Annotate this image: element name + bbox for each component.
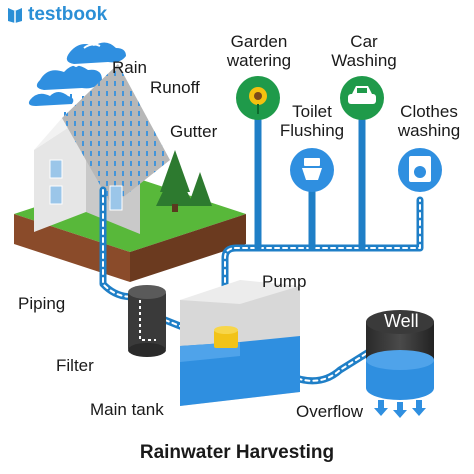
label-piping: Piping xyxy=(18,294,66,313)
toilet-flushing-icon xyxy=(290,148,334,192)
pump xyxy=(214,326,238,348)
use-garden-line2: watering xyxy=(226,51,292,70)
brand-name: testbook xyxy=(28,4,108,25)
rain-clouds xyxy=(28,42,126,106)
use-car-washing: Car Washing xyxy=(326,32,402,70)
filter-unit xyxy=(128,285,166,357)
label-pump: Pump xyxy=(262,272,307,291)
use-toilet-line2: Flushing xyxy=(279,121,345,140)
diagram-caption: Rainwater Harvesting xyxy=(139,442,335,463)
label-runoff: Runoff xyxy=(150,78,200,97)
book-logo-icon xyxy=(8,8,22,23)
use-toilet-line1: Toilet xyxy=(292,102,332,121)
well xyxy=(366,310,434,400)
use-car-line2: Washing xyxy=(331,51,397,70)
house xyxy=(34,64,170,234)
use-car-line1: Car xyxy=(350,32,378,51)
clothes-washing-icon xyxy=(398,148,442,192)
main-tank xyxy=(180,280,300,406)
use-garden-line1: Garden xyxy=(230,32,288,51)
car-washing-icon xyxy=(340,76,384,120)
use-clothes-washing: Clothes washing xyxy=(388,102,470,140)
trees xyxy=(156,150,212,212)
well-seep-arrows xyxy=(374,400,426,418)
label-well: Well xyxy=(384,311,419,331)
use-clothes-line1: Clothes xyxy=(400,102,458,121)
label-gutter: Gutter xyxy=(170,122,218,141)
brand-logo: testbook xyxy=(6,4,107,26)
label-filter: Filter xyxy=(56,356,94,375)
label-overflow: Overflow xyxy=(296,402,364,421)
use-toilet-flushing: Toilet Flushing xyxy=(272,102,352,140)
use-garden-watering: Garden watering xyxy=(218,32,300,70)
label-rain: Rain xyxy=(112,58,147,77)
use-clothes-line2: washing xyxy=(397,121,461,140)
garden-watering-icon xyxy=(236,76,280,120)
label-main-tank: Main tank xyxy=(90,400,164,419)
